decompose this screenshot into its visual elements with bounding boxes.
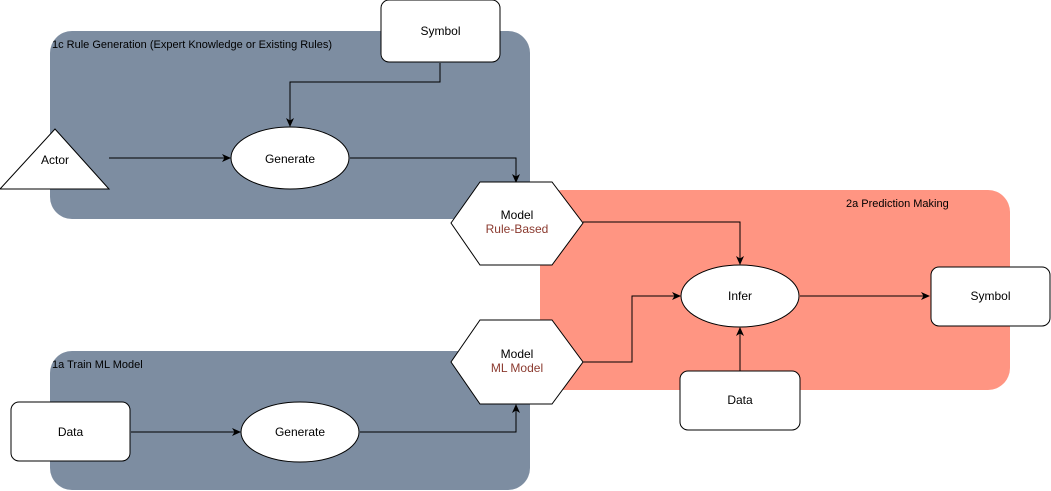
edge-generate-to-model-ml: [360, 404, 520, 433]
node-model-rule-sublabel: Rule-Based: [486, 222, 549, 236]
node-data-left-label: Data: [58, 425, 84, 439]
edge-model-ml-to-infer: [583, 292, 681, 363]
node-infer-label: Infer: [728, 289, 752, 303]
node-model-rule-label: Model: [501, 208, 534, 222]
edge-model-rule-to-infer: [583, 221, 744, 265]
node-data-bottom-label: Data: [727, 393, 753, 407]
node-model-rule-based[interactable]: Model Rule-Based: [450, 181, 584, 266]
node-symbol-top-label: Symbol: [420, 24, 460, 38]
group-rule-generation-title: 1c Rule Generation (Expert Knowledge or …: [52, 39, 332, 51]
node-model-ml[interactable]: Model ML Model: [450, 319, 584, 405]
node-data-left[interactable]: Data: [10, 401, 131, 462]
node-infer[interactable]: Infer: [680, 264, 800, 328]
node-actor[interactable]: Actor: [0, 128, 111, 190]
node-generate-top[interactable]: Generate: [230, 126, 350, 190]
group-train-ml-title: 1a Train ML Model: [52, 359, 143, 371]
node-generate-bottom[interactable]: Generate: [240, 401, 360, 463]
node-symbol-top[interactable]: Symbol: [380, 0, 501, 63]
node-generate-top-label: Generate: [265, 152, 315, 166]
node-symbol-right[interactable]: Symbol: [930, 266, 1051, 327]
edge-symbol-to-generate: [286, 63, 441, 127]
edge-generate-to-model-rule: [350, 157, 520, 183]
node-actor-label: Actor: [41, 153, 69, 167]
node-model-ml-label: Model: [501, 347, 534, 361]
node-model-ml-sublabel: ML Model: [491, 361, 543, 375]
node-symbol-right-label: Symbol: [970, 289, 1010, 303]
node-data-bottom[interactable]: Data: [679, 370, 801, 431]
group-prediction-title: 2a Prediction Making: [846, 198, 949, 210]
node-generate-bottom-label: Generate: [275, 425, 325, 439]
